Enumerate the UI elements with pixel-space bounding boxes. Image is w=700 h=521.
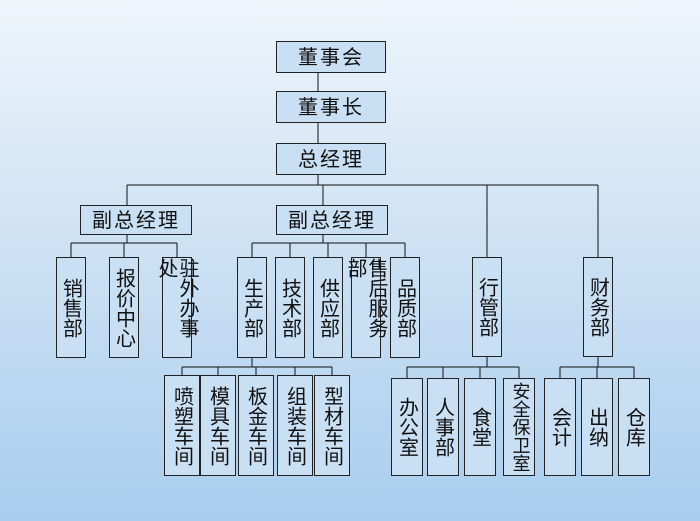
workshop-box: 喷塑车间 [164,375,200,476]
general-manager-label: 总经理 [298,146,364,171]
finance-unit-label: 仓库 [622,407,647,447]
dept-label: 销售部 [59,277,84,338]
general-manager-box: 总经理 [276,143,386,175]
admin-unit-label: 人事部 [431,397,456,457]
dept-box: 报价中心 [109,257,139,358]
dept-label: 驻外办事处 [155,258,200,338]
workshop-label: 组装车间 [283,385,308,466]
finance-box: 财务部 [583,257,613,357]
admin-unit-box: 安全保卫室 [503,378,535,476]
admin-unit-box: 人事部 [427,378,459,476]
dept-box: 销售部 [56,257,86,358]
workshop-box: 组装车间 [277,375,313,476]
dept-box: 品质部 [390,257,420,358]
workshop-label: 模具车间 [206,385,231,466]
finance-unit-box: 出纳 [581,378,613,476]
workshop-box: 模具车间 [200,375,236,476]
finance-label: 财务部 [586,277,611,337]
admin-unit-label: 食堂 [468,407,493,447]
dept-box: 生产部 [237,257,267,358]
dept-box: 驻外办事处 [155,257,200,358]
vp-left-label: 副总经理 [92,207,180,232]
admin-unit-box: 办公室 [391,378,423,476]
chairman-box: 董事长 [276,91,386,123]
dept-label: 技术部 [278,277,303,338]
dept-box: 供应部 [313,257,343,358]
dept-label: 品质部 [393,277,418,338]
workshop-label: 板金车间 [244,385,269,466]
dept-label: 售后服务部 [344,258,389,338]
finance-unit-label: 出纳 [585,407,610,447]
admin-unit-box: 食堂 [464,378,496,476]
finance-unit-box: 会计 [544,378,576,476]
board-label: 董事会 [298,44,364,69]
workshop-label: 喷塑车间 [170,385,195,466]
workshop-box: 板金车间 [238,375,274,476]
board-box: 董事会 [276,41,386,73]
admin-label: 行管部 [475,277,500,337]
vp-right-box: 副总经理 [276,205,388,235]
workshop-box: 型材车间 [314,375,350,476]
dept-label: 生产部 [240,277,265,338]
admin-unit-label: 办公室 [395,397,420,457]
vp-right-label: 副总经理 [288,207,376,232]
workshop-label: 型材车间 [320,385,345,466]
finance-unit-label: 会计 [548,407,573,447]
dept-box: 售后服务部 [344,257,389,358]
dept-label: 报价中心 [112,267,137,348]
admin-box: 行管部 [472,257,502,357]
dept-label: 供应部 [316,277,341,338]
admin-unit-label: 安全保卫室 [509,382,531,472]
finance-unit-box: 仓库 [618,378,650,476]
dept-box: 技术部 [275,257,305,358]
chairman-label: 董事长 [298,94,364,119]
vp-left-box: 副总经理 [80,205,192,235]
